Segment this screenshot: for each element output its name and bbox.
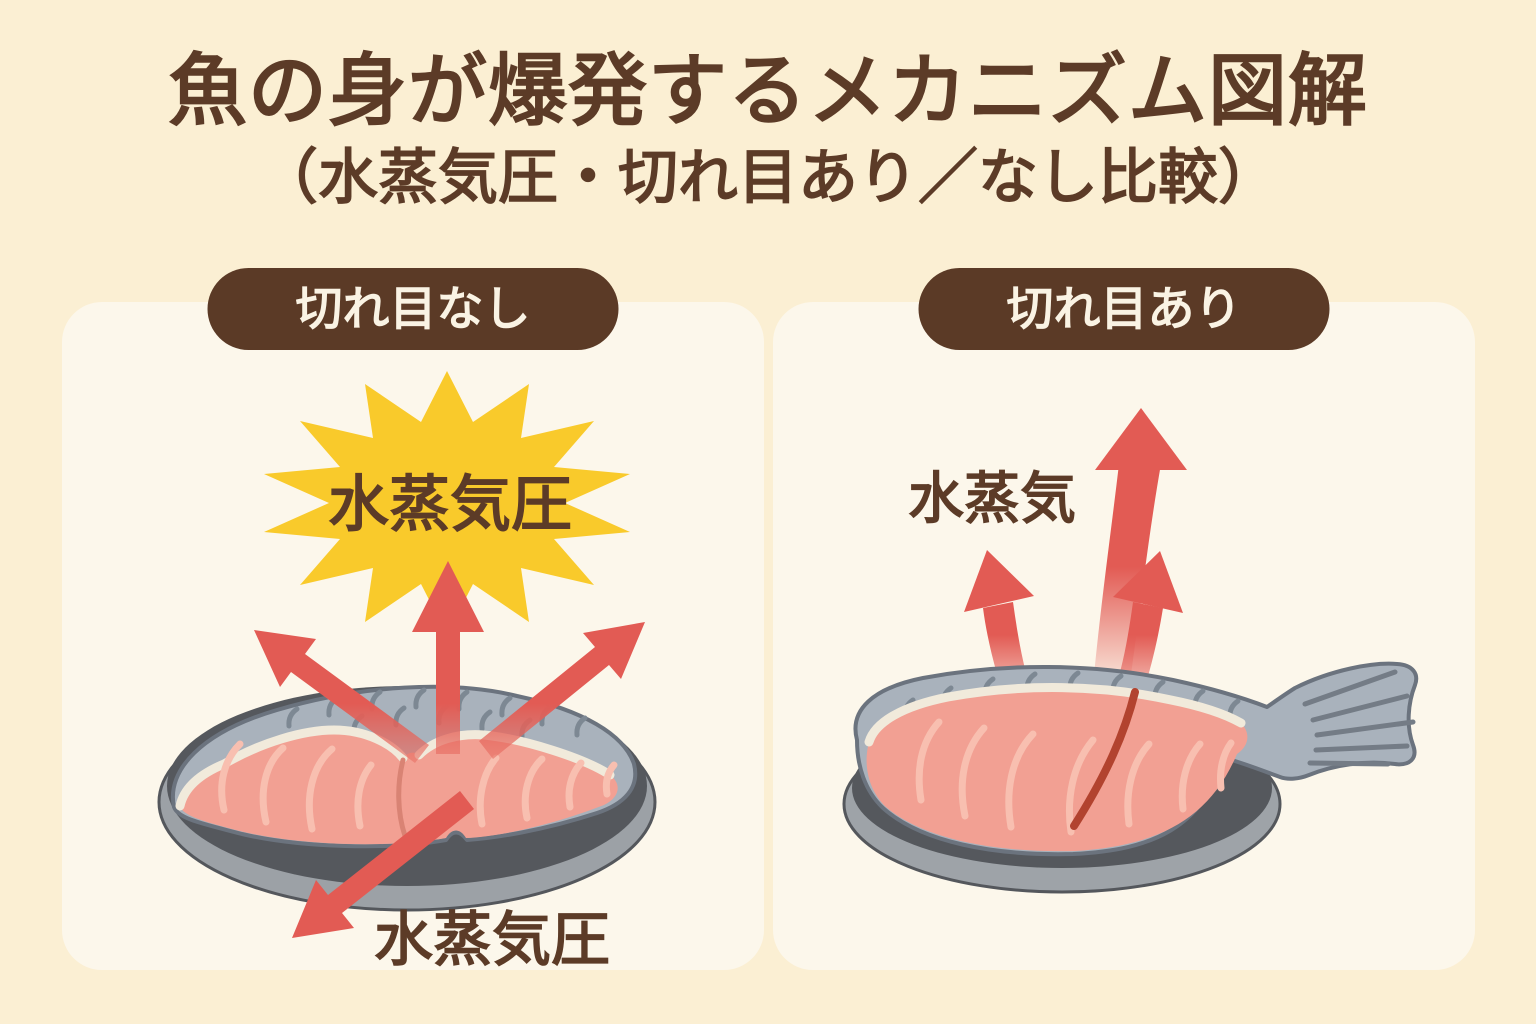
- arrow-down-left-icon: [292, 791, 474, 938]
- tail-fin-rays: [1302, 669, 1416, 767]
- burst-pressure-label: 水蒸気圧: [328, 469, 572, 540]
- badge-no-cut: 切れ目なし: [207, 268, 619, 350]
- bottom-pressure-label: 水蒸気圧: [374, 905, 610, 970]
- page-subtitle: （水蒸気圧・切れ目あり／なし比較）: [258, 142, 1278, 213]
- fish-with-cut-icon: [853, 661, 1419, 857]
- explosion-starburst-icon: [264, 371, 630, 635]
- steam-label: 水蒸気: [908, 467, 1076, 532]
- badge-with-cut: 切れ目あり: [918, 268, 1330, 350]
- no-cut-illustration: 水蒸気圧: [157, 371, 657, 970]
- score-cut-line: [1070, 688, 1139, 830]
- skin-flesh-line: [864, 683, 1246, 747]
- pressure-arrows-outward-icon: [254, 561, 645, 938]
- header: 魚の身が爆発するメカニズム図解 （水蒸気圧・切れ目あり／なし比較）: [0, 0, 1536, 210]
- flesh-crack-line: [396, 757, 408, 839]
- panel-no-cut: 切れ目なし 水蒸気圧: [62, 268, 764, 970]
- fish-steak-no-cut-icon: [170, 684, 638, 849]
- with-cut-illustration: 水蒸気: [842, 408, 1419, 894]
- steam-arrow-center-icon: [1093, 408, 1187, 689]
- arrow-up-icon: [412, 561, 484, 754]
- panel-with-cut: 切れ目あり: [773, 268, 1475, 970]
- page-title: 魚の身が爆発するメカニズム図解: [168, 45, 1368, 137]
- flesh-stripes: [218, 740, 618, 833]
- arrow-up-right-icon: [479, 622, 645, 759]
- arrow-up-left-icon: [254, 630, 429, 763]
- flesh-stripes: [915, 718, 1235, 836]
